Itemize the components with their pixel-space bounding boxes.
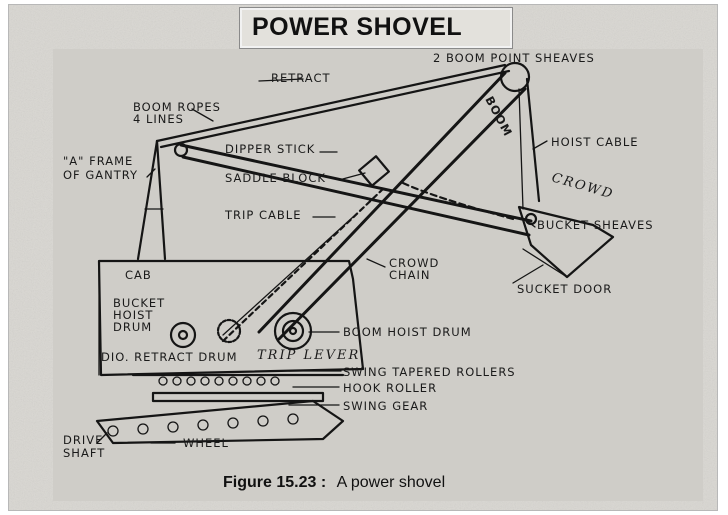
bucket-hoist-drum-hub [177, 329, 189, 341]
label-crowd: CROWD [550, 170, 616, 202]
boom-ropes-lower [159, 69, 511, 149]
label-crowd-group: CROWD [550, 170, 616, 202]
hoist-cable [525, 77, 541, 203]
label-a-frame-2: OF GANTRY [63, 168, 138, 182]
cab-body [97, 259, 365, 377]
crawler-wheels [107, 413, 299, 437]
label-hoist-cable: HOIST CABLE [551, 135, 639, 149]
a-frame-back-leg [136, 139, 159, 261]
label-crowd-chain-1: CROWD [389, 256, 439, 270]
label-hook-roller: HOOK ROLLER [343, 381, 437, 395]
crowd-drum [216, 318, 242, 344]
label-bucket-hoist-2: HOIST [113, 308, 153, 322]
label-boom-point-sheaves: 2 BOOM POINT SHEAVES [433, 51, 595, 65]
crowd-chain [401, 181, 515, 221]
label-a-frame-1: "A" FRAME [63, 154, 133, 168]
label-trip-lever: TRIP LEVER [257, 348, 360, 363]
label-saddle-block: SADDLE BLOCK [225, 171, 326, 185]
retract-arrow [258, 78, 304, 82]
label-boom-hoist-drum: BOOM HOIST DRUM [343, 325, 472, 339]
dipper-stick-pin [173, 142, 189, 158]
swing-rollers [158, 376, 280, 386]
boom-hoist-drum-hub [288, 326, 298, 336]
label-cab: CAB [125, 268, 152, 282]
svg-text:BOOM: BOOM [482, 94, 515, 139]
label-swing-tapered-rollers: SWING TAPERED ROLLERS [343, 365, 516, 379]
boom-hoist-drum [273, 311, 313, 351]
bucket-door-line [522, 248, 568, 278]
label-bucket-hoist-1: BUCKET [113, 296, 165, 310]
diagram-panel: BOOM [53, 49, 703, 501]
title-box: POWER SHOVEL [239, 7, 513, 49]
figure-caption: Figure 15.23 : A power shovel [223, 474, 445, 491]
bucket [517, 205, 615, 279]
bucket-door-leader [512, 264, 544, 284]
boom-label: BOOM [482, 94, 515, 139]
power-shovel-diagram: BOOM [63, 51, 654, 491]
label-drive-shaft-1: DRIVE [63, 433, 103, 447]
caption-text: A power shovel [337, 474, 446, 491]
boom-ropes-leader [191, 108, 214, 122]
label-crowd-chain-2: CHAIN [389, 268, 431, 282]
drive-shaft-leader [96, 432, 108, 444]
swing-gear [151, 391, 325, 403]
label-retract: RETRACT [271, 71, 331, 85]
hoist-cable-2 [518, 88, 524, 210]
crowd-chain-leader [366, 258, 386, 268]
crawler-track [95, 399, 345, 445]
label-bucket-door: SUCKET DOOR [517, 282, 612, 296]
label-dipper-stick: DIPPER STICK [225, 142, 315, 156]
label-swing-gear: SWING GEAR [343, 399, 428, 413]
crowd-chain-lower [221, 187, 385, 343]
label-boom-ropes-2: 4 LINES [133, 112, 184, 126]
label-wheel: WHEEL [183, 436, 229, 450]
page-title: POWER SHOVEL [252, 13, 463, 41]
label-drive-shaft-2: SHAFT [63, 446, 105, 460]
slide-frame: POWER SHOVEL BOOM [8, 4, 718, 511]
label-retract-drum: DIO. RETRACT DRUM [101, 350, 238, 364]
label-bucket-sheaves: BUCKET SHEAVES [537, 218, 654, 232]
label-trip-cable: TRIP CABLE [224, 208, 301, 222]
trip-cable [222, 216, 354, 336]
a-frame-front-leg [155, 139, 167, 261]
boom-point-sheave [499, 61, 531, 93]
caption-figure-number: Figure 15.23 : [223, 474, 326, 491]
label-bucket-hoist-3: DRUM [113, 320, 152, 334]
hoist-cable-leader [532, 140, 548, 150]
a-frame-leader [146, 168, 156, 178]
bucket-hoist-drum [169, 321, 197, 349]
label-boom-ropes-1: BOOM ROPES [133, 100, 221, 114]
boom-hoist-drum-inner [281, 319, 305, 343]
dipper-stick-lower [181, 155, 531, 237]
saddle-block-leader [338, 172, 366, 181]
boom-ropes [155, 63, 507, 143]
boom-lower-edge [277, 87, 527, 341]
saddle-block [358, 155, 390, 187]
bucket-sheaves-leader [526, 220, 536, 228]
